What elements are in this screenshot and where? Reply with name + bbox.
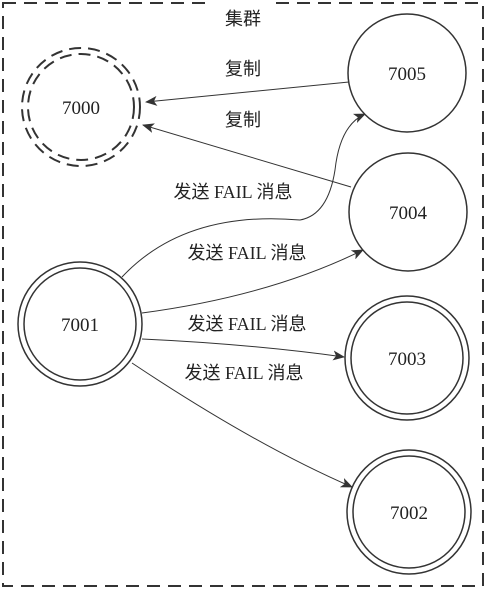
cluster-title: 集群 xyxy=(225,9,261,29)
node-7002-outer-ring xyxy=(346,449,472,575)
edge-label-replicate-7005: 复制 xyxy=(225,59,261,79)
node-7002: 7002 xyxy=(346,449,472,575)
node-7005-circle xyxy=(347,13,467,133)
edge-fail-7001-to-7002 xyxy=(131,362,353,488)
node-7001: 7001 xyxy=(17,261,143,387)
cluster-title-backdrop xyxy=(212,2,274,32)
node-7005-label: 7005 xyxy=(388,64,426,85)
node-7000-outer-ring xyxy=(21,47,141,167)
node-7000-inner-ring xyxy=(27,53,135,161)
node-7005: 7005 xyxy=(347,13,467,133)
edge-label-fail-7004: 发送 FAIL 消息 xyxy=(188,243,307,263)
node-7004-circle xyxy=(348,152,468,272)
edge-fail-7001-to-7004 xyxy=(141,249,364,314)
node-7004: 7004 xyxy=(348,152,468,272)
edge-fail-7001-to-7005 xyxy=(121,113,366,278)
node-7001-inner-ring xyxy=(23,267,137,381)
node-7001-label: 7001 xyxy=(61,315,99,336)
edge-label-fail-7002: 发送 FAIL 消息 xyxy=(185,363,304,383)
node-7003-label: 7003 xyxy=(388,349,426,370)
edge-label-fail-7003: 发送 FAIL 消息 xyxy=(188,314,307,334)
node-7000-label: 7000 xyxy=(62,98,100,119)
edge-label-replicate-7004: 复制 xyxy=(225,110,261,130)
edge-fail-7001-to-7003 xyxy=(141,338,345,361)
node-7002-label: 7002 xyxy=(390,503,428,524)
node-7002-inner-ring xyxy=(352,455,466,569)
edge-replicate-7004-to-7000 xyxy=(142,123,352,188)
node-7001-outer-ring xyxy=(17,261,143,387)
node-7004-label: 7004 xyxy=(389,203,428,224)
node-7003-inner-ring xyxy=(350,301,464,415)
edge-label-fail-7005: 发送 FAIL 消息 xyxy=(174,182,293,202)
node-7000: 7000 xyxy=(21,47,141,167)
node-7003: 7003 xyxy=(344,295,470,421)
node-7003-outer-ring xyxy=(344,295,470,421)
edge-replicate-7005-to-7000 xyxy=(145,81,350,106)
